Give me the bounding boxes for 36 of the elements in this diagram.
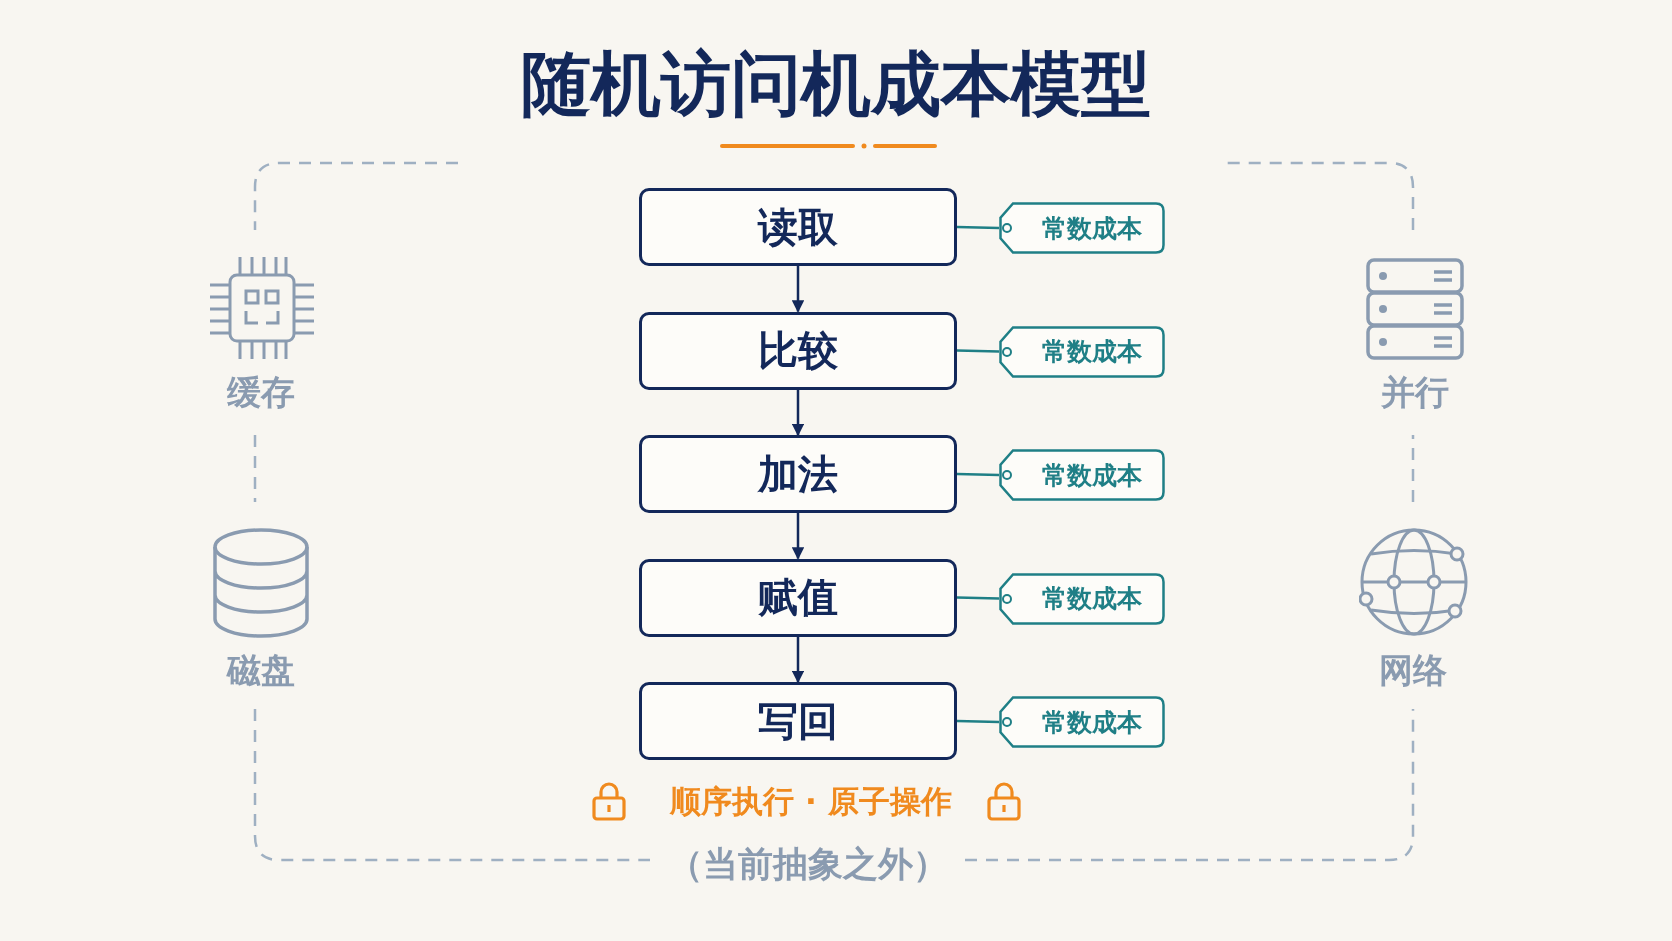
price-tag	[999, 572, 1165, 625]
step-label: 赋值	[758, 573, 838, 622]
price-tag	[999, 325, 1165, 378]
price-tag	[999, 696, 1165, 748]
step-label: 写回	[758, 696, 838, 746]
connector-line	[956, 472, 1000, 477]
connector-line	[956, 225, 1000, 230]
connector-line	[956, 719, 1000, 724]
arrow	[791, 389, 805, 437]
icon-label: 网络	[1379, 650, 1447, 690]
icon-label: 磁盘	[227, 650, 295, 690]
icon-label: 并行	[1381, 372, 1449, 412]
step-label: 加法	[758, 449, 838, 499]
tag-label: 常数成本	[1041, 336, 1143, 368]
process-box	[639, 558, 957, 637]
constraint-note: 顺序执行 · 原子操作	[670, 783, 952, 819]
tag-label: 常数成本	[1041, 212, 1143, 245]
icon-label: 缓存	[227, 372, 295, 412]
arrow	[791, 266, 805, 313]
process-box	[639, 311, 957, 390]
step-label: 比较	[758, 326, 838, 375]
connector-line	[956, 349, 1000, 353]
tag-label: 常数成本	[1041, 459, 1143, 492]
arrow	[791, 636, 805, 684]
price-tag	[999, 449, 1165, 501]
connector-line	[956, 596, 1000, 600]
process-box	[639, 682, 957, 760]
title: 随机访问机成本模型	[520, 42, 1152, 126]
process-box	[639, 435, 957, 513]
tag-label: 常数成本	[1041, 706, 1143, 739]
tag-label: 常数成本	[1041, 583, 1143, 615]
process-box	[639, 188, 957, 266]
step-label: 读取	[758, 202, 838, 252]
price-tag	[999, 202, 1165, 254]
scope-note: （当前抽象之外）	[668, 844, 948, 884]
arrow	[791, 513, 805, 560]
